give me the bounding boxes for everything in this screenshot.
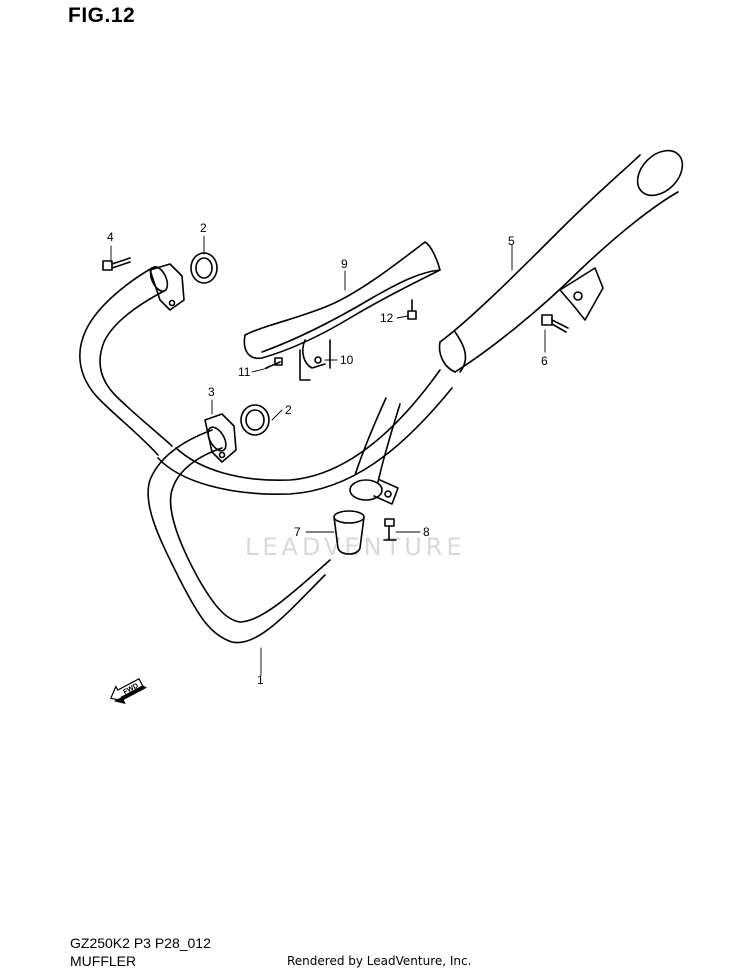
heat-shield-clamp[interactable]	[302, 339, 326, 369]
exhaust-gasket-upper[interactable]	[190, 252, 218, 284]
forward-arrow-icon: FWD	[109, 677, 147, 705]
muffler-connector[interactable]	[333, 510, 365, 555]
heat-shield[interactable]	[243, 241, 441, 381]
muffler-joint-pipe[interactable]	[349, 397, 401, 505]
diagram-name: MUFFLER	[70, 953, 137, 969]
callout-6: 6	[541, 354, 548, 368]
heat-shield-screw-12[interactable]	[407, 299, 417, 320]
callout-2-lower: 2	[285, 403, 292, 417]
callout-5: 5	[508, 234, 515, 248]
callout-leader-lines	[110, 235, 546, 676]
connecting-pipe[interactable]	[157, 369, 453, 495]
callout-3: 3	[208, 385, 215, 399]
rendered-by-credit: Rendered by LeadVenture, Inc.	[287, 954, 472, 968]
muffler-body[interactable]	[438, 142, 692, 373]
exhaust-pipe-rear[interactable]	[79, 264, 173, 456]
muffler-clamp-bolt[interactable]	[383, 518, 397, 541]
exhaust-flange-upper[interactable]	[149, 263, 185, 311]
muffler-mount-bolt[interactable]	[541, 314, 569, 333]
figure-title: FIG.12	[68, 4, 136, 27]
callout-9: 9	[341, 257, 348, 271]
exhaust-gasket-lower[interactable]	[240, 404, 270, 436]
callout-11: 11	[238, 365, 251, 379]
callout-2-upper: 2	[200, 221, 207, 235]
callout-12: 12	[380, 311, 394, 325]
exhaust-flange-lower[interactable]	[204, 413, 237, 463]
heat-shield-screw-11[interactable]	[265, 357, 283, 369]
diagram-code: GZ250K2 P3 P28_012	[70, 935, 211, 951]
callout-1: 1	[257, 673, 264, 687]
callout-8: 8	[423, 525, 430, 539]
flange-bolt[interactable]	[102, 257, 131, 271]
callout-10: 10	[340, 353, 354, 367]
callout-4: 4	[107, 230, 114, 244]
callout-7: 7	[294, 525, 301, 539]
exhaust-pipe-front[interactable]	[147, 424, 331, 644]
watermark: LEADVENTURE	[245, 533, 466, 561]
